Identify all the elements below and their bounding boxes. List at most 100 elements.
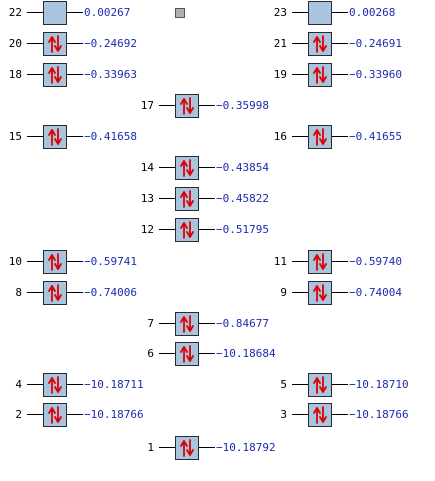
orbital-energy: −0.74004: [349, 286, 402, 299]
orbital-level: 13−0.45822: [132, 187, 302, 211]
up-down-arrows-icon: [180, 159, 194, 177]
orbital-energy: −0.51795: [216, 223, 269, 236]
orbital-index: 10: [8, 255, 22, 268]
up-down-arrows-icon: [180, 315, 194, 333]
occupied-orbital-box: [308, 250, 332, 274]
orbital-level: 18−0.33963: [0, 63, 170, 87]
orbital-index: 14: [140, 161, 154, 174]
level-line-right: [332, 384, 348, 385]
orbital-level: 8−0.74006: [0, 281, 170, 305]
occupied-orbital-box: [308, 32, 332, 56]
orbital-energy: −10.18766: [349, 408, 409, 421]
orbital-index: 21: [273, 37, 287, 50]
virtual-orbital-box: [308, 1, 332, 25]
level-line-left: [292, 74, 308, 75]
up-down-arrows-icon: [180, 439, 194, 457]
level-line-left: [159, 105, 175, 106]
occupied-orbital-box: [308, 63, 332, 87]
orbital-level: 5−10.18710: [265, 373, 435, 397]
orbital-level: 20 −0.24692: [0, 32, 170, 56]
occupied-orbital-box: [43, 281, 67, 305]
orbital-level: 6 −10.18684: [132, 342, 302, 366]
level-line-left: [159, 229, 175, 230]
orbital-index: 12: [140, 223, 154, 236]
orbital-level: 1 −10.18792: [132, 436, 302, 460]
occupied-orbital-box: [308, 281, 332, 305]
level-line-left: [27, 292, 43, 293]
level-line-left: [27, 136, 43, 137]
level-line-right: [199, 105, 215, 106]
up-down-arrows-icon: [180, 190, 194, 208]
up-down-arrows-icon: [180, 345, 194, 363]
level-line-left: [27, 74, 43, 75]
orbital-index: 16: [273, 130, 287, 143]
up-down-arrows-icon: [180, 97, 194, 115]
orbital-level: 17−0.35998: [132, 94, 302, 118]
orbital-energy: −0.35998: [216, 99, 269, 112]
orbital-energy: −10.18710: [349, 378, 409, 391]
up-down-arrows-icon: [313, 284, 327, 302]
up-down-arrows-icon: [48, 128, 62, 146]
level-line-right: [332, 414, 348, 415]
orbital-index: 20: [8, 37, 22, 50]
occupied-orbital-box: [43, 32, 67, 56]
up-down-arrows-icon: [48, 35, 62, 53]
orbital-index: 7: [147, 317, 154, 330]
level-line-left: [292, 43, 308, 44]
orbital-energy: −0.59741: [84, 255, 137, 268]
orbital-level: 9−0.74004: [265, 281, 435, 305]
up-down-arrows-icon: [313, 35, 327, 53]
level-line-left: [27, 43, 43, 44]
orbital-energy: 0.00268: [349, 6, 396, 19]
orbital-energy: −10.18711: [84, 378, 144, 391]
orbital-level: 2−10.18766: [0, 403, 170, 427]
orbital-energy: −0.74006: [84, 286, 137, 299]
occupied-orbital-box: [43, 63, 67, 87]
up-down-arrows-icon: [313, 128, 327, 146]
level-line-left: [159, 167, 175, 168]
up-down-arrows-icon: [313, 406, 327, 424]
level-line-right: [67, 414, 83, 415]
level-line-right: [332, 261, 348, 262]
level-line-left: [292, 292, 308, 293]
orbital-index: 3: [280, 408, 287, 421]
orbital-level: 21 −0.24691: [265, 32, 435, 56]
orbital-level: 10 −0.59741: [0, 250, 170, 274]
orbital-index: 1: [147, 441, 154, 454]
occupied-orbital-box: [175, 187, 199, 211]
level-line-right: [67, 292, 83, 293]
up-down-arrows-icon: [180, 221, 194, 239]
up-down-arrows-icon: [48, 253, 62, 271]
orbital-energy: −0.43854: [216, 161, 269, 174]
up-down-arrows-icon: [48, 376, 62, 394]
orbital-energy: −0.24692: [84, 37, 137, 50]
occupied-orbital-box: [175, 312, 199, 336]
level-line-right: [67, 43, 83, 44]
occupied-orbital-box: [308, 125, 332, 149]
orbital-index: 23: [273, 6, 287, 19]
level-line-right: [67, 384, 83, 385]
level-line-left: [292, 12, 308, 13]
orbital-energy: −10.18792: [216, 441, 276, 454]
orbital-level: 15−0.41658: [0, 125, 170, 149]
level-line-right: [332, 43, 348, 44]
orbital-index: 6: [147, 347, 154, 360]
orbital-level: 11−0.59740: [265, 250, 435, 274]
orbital-level: 19−0.33960: [265, 63, 435, 87]
orbital-energy: −0.33963: [84, 68, 137, 81]
orbital-energy: −0.24691: [349, 37, 402, 50]
occupied-orbital-box: [43, 125, 67, 149]
orbital-index: 11: [273, 255, 287, 268]
orbital-energy: 0.00267: [84, 6, 131, 19]
occupied-orbital-box: [175, 156, 199, 180]
up-down-arrows-icon: [313, 66, 327, 84]
occupied-orbital-box: [175, 436, 199, 460]
level-line-right: [199, 229, 215, 230]
orbital-index: 2: [15, 408, 22, 421]
level-line-right: [199, 323, 215, 324]
level-line-left: [159, 198, 175, 199]
level-line-right: [332, 12, 348, 13]
level-line-left: [292, 261, 308, 262]
orbital-energy: −10.18684: [216, 347, 276, 360]
